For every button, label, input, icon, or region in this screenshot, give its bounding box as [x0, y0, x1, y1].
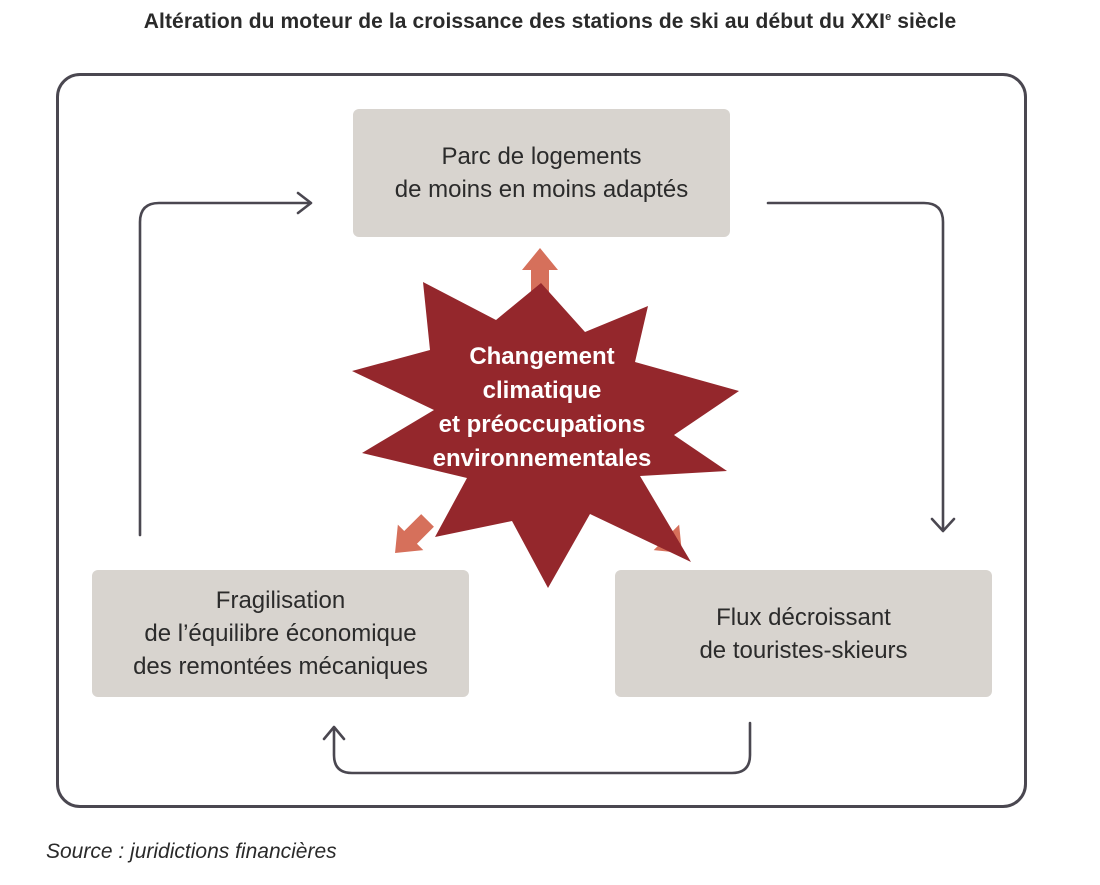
starburst-line-1: Changement	[469, 343, 615, 370]
impact-arrow-up	[522, 248, 558, 300]
starburst-line-3: et préoccupations	[438, 411, 646, 438]
box-left-line-2: de l’équilibre économique	[144, 620, 417, 647]
box-housing-stock: Parc de logements de moins en moins adap…	[353, 109, 730, 237]
arrowhead-left-to-top	[296, 191, 313, 215]
cycle-frame	[56, 73, 1027, 808]
box-top-line-1: Parc de logements	[441, 143, 642, 170]
box-right-line-2: de touristes-skieurs	[699, 636, 908, 664]
box-left-line-3: des remontées mécaniques	[133, 653, 428, 680]
box-left-line-1: Fragilisation	[215, 587, 346, 614]
climate-starburst	[352, 282, 739, 588]
title-tail: siècle	[891, 10, 957, 33]
starburst-line-2: climatique	[482, 377, 602, 404]
arrow-top-to-right	[766, 201, 945, 532]
box-lift-economics: Fragilisation de l’équilibre économique …	[92, 570, 469, 697]
starburst-line-4: environnementales	[432, 445, 652, 472]
box-top-line-2: de moins en moins adaptés	[394, 176, 689, 203]
impact-arrow-down-left	[395, 514, 434, 553]
title-main: Altération du moteur de la croissance de…	[143, 10, 886, 33]
box-right-line-1: Flux décroissant	[716, 603, 891, 631]
arrowhead-top-to-right	[930, 517, 956, 533]
title-superscript: e	[885, 11, 892, 23]
diagram-title: Altération du moteur de la croissance de…	[0, 10, 1100, 34]
arrowhead-right-to-left	[322, 725, 346, 741]
arrow-right-to-left	[332, 721, 752, 775]
arrow-left-to-top	[138, 201, 312, 537]
starburst-label: Changement climatique et préoccupations …	[400, 340, 684, 476]
source-note: Source : juridictions financières	[46, 840, 337, 863]
box-tourist-flow: Flux décroissant de touristes-skieurs	[615, 570, 992, 697]
